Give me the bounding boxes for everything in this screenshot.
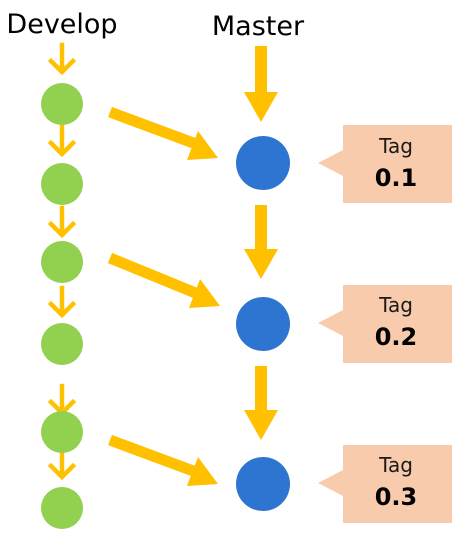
tag-version: 0.1 <box>375 164 418 192</box>
merge-arrows <box>107 106 220 486</box>
tag-callout: Tag 0.2 <box>318 285 452 363</box>
master-arrow-2 <box>244 205 278 279</box>
master-arrow-1 <box>244 46 278 122</box>
master-commits <box>236 136 290 511</box>
develop-commit <box>41 83 83 125</box>
tag-label: Tag <box>378 293 413 317</box>
master-arrows <box>244 46 278 440</box>
merge-arrow-1 <box>108 106 218 160</box>
develop-commit <box>41 323 83 365</box>
tag-callout: Tag 0.3 <box>318 445 452 523</box>
develop-arrow-4 <box>47 285 77 319</box>
develop-arrows <box>47 42 77 481</box>
master-commit <box>236 297 290 351</box>
develop-arrow-2 <box>47 124 77 158</box>
tag-version: 0.3 <box>375 483 418 511</box>
master-arrow-3 <box>244 366 278 440</box>
tag-label: Tag <box>378 134 413 158</box>
master-commit <box>236 136 290 190</box>
master-commit <box>236 457 290 511</box>
develop-arrow-3 <box>47 205 77 239</box>
develop-arrow-5 <box>47 383 77 417</box>
master-branch-label: Master <box>212 11 305 42</box>
tag-version: 0.2 <box>375 323 418 351</box>
merge-arrow-3 <box>108 434 218 486</box>
tag-label: Tag <box>378 453 413 477</box>
develop-arrow-1 <box>47 42 77 76</box>
develop-commit <box>41 487 83 529</box>
develop-commit <box>41 411 83 453</box>
tag-callout: Tag 0.1 <box>318 125 452 203</box>
develop-commit <box>41 163 83 205</box>
develop-branch-label: Develop <box>6 9 117 40</box>
develop-commits <box>41 83 83 529</box>
develop-commit <box>41 241 83 283</box>
merge-arrow-2 <box>107 252 220 308</box>
develop-arrow-6 <box>47 447 77 481</box>
